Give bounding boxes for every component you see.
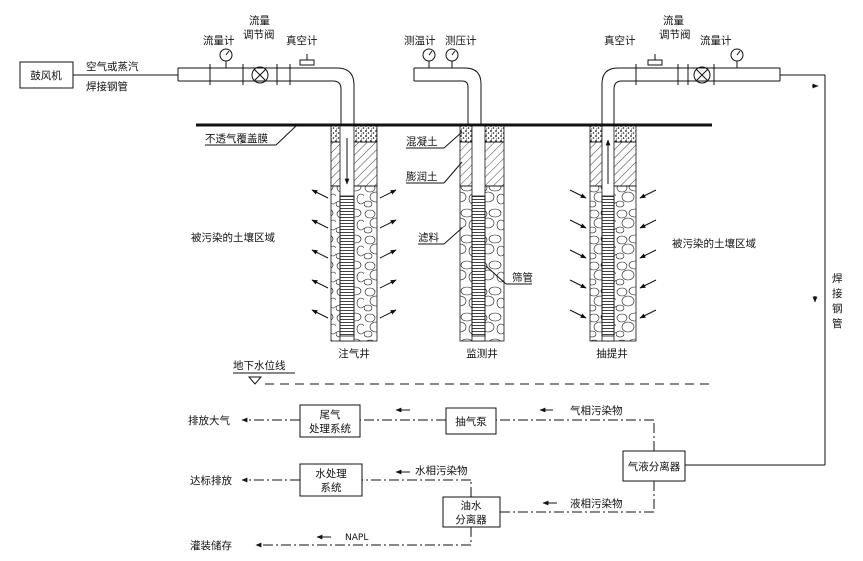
welded-pipe-right-char2: 接 (832, 287, 843, 300)
flow-valve-left (251, 66, 269, 84)
oil-water-separator-box (442, 496, 501, 528)
gas-liquid-separator-label: 气液分离器 (628, 460, 681, 473)
flow-valve-right-label-1: 流量 (663, 14, 684, 27)
water-treatment-label-1: 水处理 (315, 468, 347, 480)
bentonite-label: 膨润土 (406, 170, 438, 183)
welded-pipe-left-label: 焊接钢管 (86, 80, 128, 93)
pressure-gauge-label: 测压计 (445, 34, 477, 47)
injection-airflow-arrows (311, 189, 397, 319)
flowmeter-right-label: 流量计 (700, 34, 732, 47)
welded-pipe-right-label: 焊 接 钢 管 (832, 273, 843, 330)
injection-well: 注气井 (330, 125, 378, 360)
filter-media-label: 滤料 (418, 231, 439, 244)
extraction-well-label: 抽提井 (596, 347, 628, 360)
water-pollutants-label: 水相污染物 (415, 464, 468, 477)
extraction-pipe: 真空计 流量 调节阀 流量计 (601, 14, 826, 466)
discharge-label: 达标排放 (190, 474, 232, 487)
vacuum-gauge-right (647, 59, 663, 66)
thermometer-label: 测温计 (404, 34, 436, 47)
oil-water-label-2: 分离器 (455, 513, 487, 526)
vapor-pollutants-label: 气相污染物 (570, 404, 623, 417)
air-steam-label: 空气或蒸汽 (86, 60, 139, 73)
tail-gas-label-2: 处理系统 (309, 422, 351, 435)
vacuum-gauge-left (299, 59, 315, 66)
monitoring-pipe: 测温计 测压计 (404, 34, 482, 128)
oil-water-label-1: 油水 (461, 499, 482, 512)
flow-valve-left-label-1: 流量 (249, 14, 270, 27)
concrete-label: 混凝土 (406, 135, 438, 148)
flow-valve-right-label-2: 调节阀 (659, 28, 691, 41)
storage-label: 灌装储存 (190, 539, 232, 552)
welded-pipe-right-char3: 钢 (832, 302, 843, 315)
screen-pipe-label: 筛管 (512, 271, 533, 284)
injection-well-label: 注气井 (338, 347, 370, 360)
contaminated-soil-right-label: 被污染的土壤区域 (672, 237, 756, 250)
water-treatment-label-2: 系统 (321, 481, 342, 494)
extraction-pump-box (445, 407, 497, 435)
water-table: 地下水位线 (233, 359, 712, 385)
gas-liquid-separator-box (622, 450, 686, 482)
tail-gas-system-box (299, 404, 361, 438)
flow-valve-left-label-2: 调节阀 (243, 28, 275, 41)
napl-label: NAPL (345, 533, 368, 543)
flow-valve-right (693, 66, 711, 84)
impermeable-membrane-label: 不透气覆盖膜 (205, 132, 268, 145)
flowmeter-left-label: 流量计 (203, 34, 235, 47)
extraction-screen (601, 195, 615, 337)
extraction-pump-label: 抽气泵 (455, 415, 487, 428)
monitoring-screen (471, 195, 486, 337)
process-flow: 气液分离器 气相污染物 抽气泵 尾气 处理系统 排放大气 液相污染物 油水 分离… (188, 404, 686, 552)
vacuum-gauge-left-label: 真空计 (286, 34, 318, 47)
extraction-well: 抽提井 (589, 125, 637, 360)
welded-pipe-right-char1: 焊 (832, 273, 843, 285)
blower-unit: 鼓风机 空气或蒸汽 焊接钢管 (19, 60, 178, 93)
liquid-pollutants-label: 液相污染物 (570, 497, 623, 510)
welded-pipe-right-char4: 管 (832, 317, 843, 330)
injection-screen (339, 195, 355, 337)
water-table-label: 地下水位线 (233, 359, 286, 372)
water-treatment-box (299, 463, 363, 497)
tail-gas-label-1: 尾气 (320, 408, 341, 421)
extraction-airflow-arrows (569, 189, 657, 319)
contaminated-soil-left-label: 被污染的土壤区域 (191, 231, 275, 244)
vacuum-gauge-right-label: 真空计 (604, 34, 636, 47)
monitoring-well-label: 监测井 (466, 347, 498, 360)
monitoring-well: 监测井 混凝土 膨润土 滤料 筛管 (406, 125, 533, 360)
vent-atmosphere-label: 排放大气 (188, 414, 230, 427)
injection-pipe: 流量计 流量 调节阀 真空计 (177, 14, 355, 128)
blower-box (19, 61, 74, 89)
blower-label: 鼓风机 (30, 69, 62, 82)
